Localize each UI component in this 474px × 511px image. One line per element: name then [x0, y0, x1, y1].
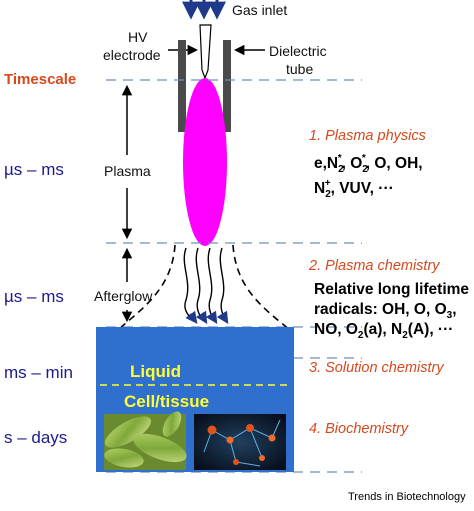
- timescale-title: Timescale: [4, 71, 76, 88]
- hv-electrode-label-1: HV: [128, 29, 148, 45]
- plasma-plume: [183, 78, 227, 246]
- neuron-cells-image: [194, 414, 286, 470]
- dielectric-label-2: tube: [286, 61, 313, 77]
- liquid-label: Liquid: [130, 362, 181, 381]
- afterglow-arrowheads: [185, 310, 229, 325]
- hv-electrode-tip: [199, 24, 212, 80]
- chemistry-species-line3: NO, O2(a), N2(A), ···: [314, 321, 453, 341]
- timescale-4: s – days: [4, 428, 67, 447]
- stage-1: 1. Plasma physics: [309, 128, 426, 144]
- plasma-species-line1: e,N2*, O2*, O, OH,: [314, 153, 423, 175]
- stage-3: 3. Solution chemistry: [309, 360, 444, 376]
- stage-4: 4. Biochemistry: [309, 421, 409, 437]
- chemistry-species-line1: Relative long lifetime: [314, 281, 469, 298]
- timescale-2: µs – ms: [4, 287, 64, 306]
- gas-inlet-arrows: [182, 0, 226, 20]
- dielectric-tube-left: [178, 40, 186, 132]
- spread-curves: [117, 244, 291, 331]
- journal-footer: Trends in Biotechnology: [348, 491, 466, 503]
- dielectric-label-1: Dielectric: [269, 43, 327, 59]
- chemistry-species-line2: radicals: OH, O, O3,: [314, 301, 457, 321]
- afterglow-streams: [183, 247, 226, 321]
- plasma-species-line2: N2+, VUV, ···: [314, 178, 394, 200]
- bacteria-image: [104, 411, 187, 470]
- timescale-3: ms – min: [4, 363, 73, 382]
- stage-2: 2. Plasma chemistry: [308, 258, 440, 274]
- dielectric-tube-right: [223, 40, 231, 132]
- cell-tissue-label: Cell/tissue: [124, 392, 209, 411]
- plasma-label: Plasma: [104, 163, 151, 179]
- afterglow-label: Afterglow: [94, 288, 153, 304]
- hv-electrode-label-2: electrode: [103, 47, 161, 63]
- gas-inlet-label: Gas inlet: [232, 2, 287, 18]
- timescale-1: µs – ms: [4, 160, 64, 179]
